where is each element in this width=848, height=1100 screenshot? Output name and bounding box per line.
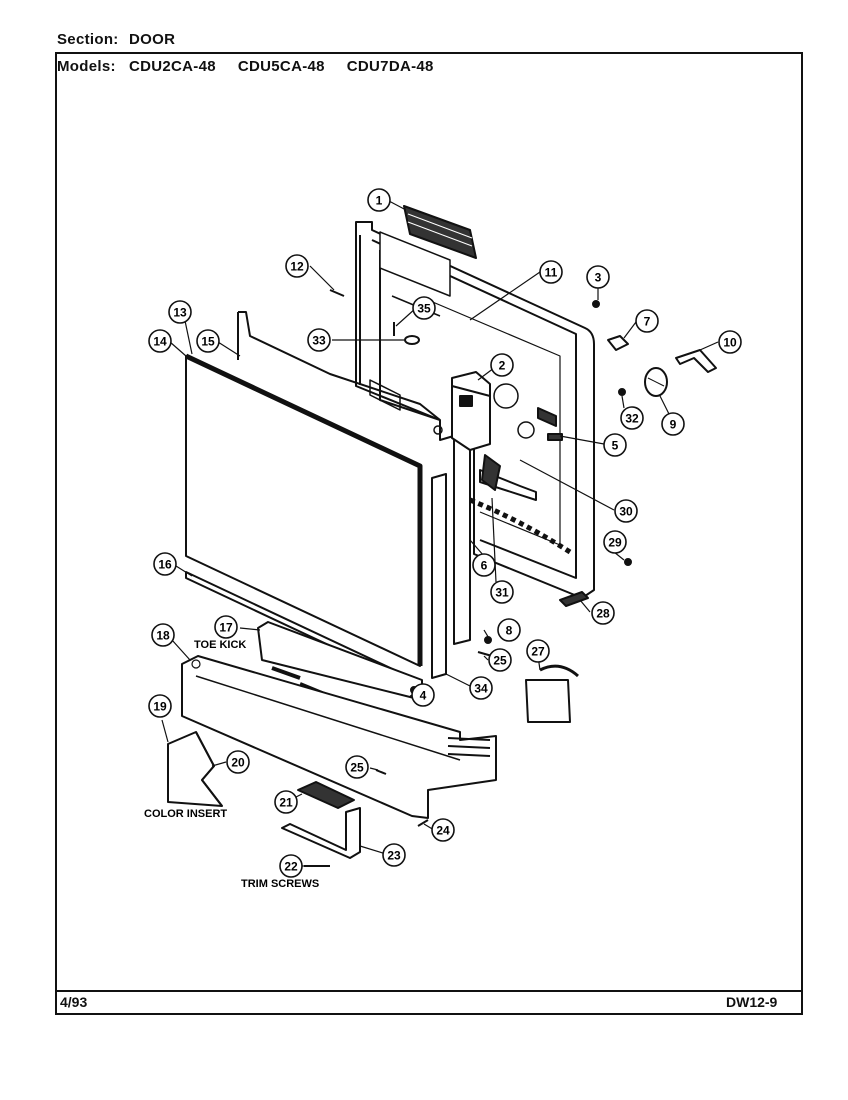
part-label-18: 18 bbox=[151, 623, 175, 647]
svg-text:20: 20 bbox=[231, 756, 245, 770]
svg-text:15: 15 bbox=[201, 335, 215, 349]
color-insert-note: COLOR INSERT bbox=[144, 808, 227, 820]
svg-text:21: 21 bbox=[279, 796, 293, 810]
svg-text:16: 16 bbox=[158, 558, 172, 572]
svg-text:28: 28 bbox=[596, 607, 610, 621]
part-label-13: 13 bbox=[168, 300, 192, 324]
hinge-bracket bbox=[453, 415, 471, 645]
svg-text:4: 4 bbox=[420, 689, 427, 703]
part-label-5: 5 bbox=[603, 433, 627, 457]
svg-text:10: 10 bbox=[723, 336, 737, 350]
part-27 bbox=[525, 679, 571, 723]
svg-text:34: 34 bbox=[474, 682, 488, 696]
part-label-12: 12 bbox=[285, 254, 309, 278]
section-value: DOOR bbox=[129, 31, 176, 48]
part-label-22: 22 bbox=[279, 854, 303, 878]
svg-text:30: 30 bbox=[619, 505, 633, 519]
models-line: Models: CDU2CA-48 CDU5CA-48 CDU7DA-48 bbox=[57, 58, 456, 75]
part-label-9: 9 bbox=[661, 412, 685, 436]
svg-text:32: 32 bbox=[625, 412, 639, 426]
model-2: CDU5CA-48 bbox=[237, 58, 325, 75]
svg-text:11: 11 bbox=[545, 266, 558, 280]
bracket-21 bbox=[297, 781, 355, 809]
bracket-23 bbox=[281, 807, 361, 859]
part-label-23: 23 bbox=[382, 843, 406, 867]
part-label-1: 1 bbox=[367, 188, 391, 212]
part-label-11: 11 bbox=[539, 260, 563, 284]
part-label-17: 17 bbox=[214, 615, 238, 639]
part-label-7: 7 bbox=[635, 309, 659, 333]
svg-text:24: 24 bbox=[436, 824, 450, 838]
svg-text:7: 7 bbox=[644, 315, 651, 329]
svg-text:19: 19 bbox=[153, 700, 167, 714]
svg-text:17: 17 bbox=[219, 621, 233, 635]
latch-assembly bbox=[451, 371, 491, 451]
svg-text:35: 35 bbox=[417, 302, 431, 316]
side-trim bbox=[431, 473, 447, 679]
part-label-2: 2 bbox=[490, 353, 514, 377]
svg-text:33: 33 bbox=[312, 334, 326, 348]
part-callouts: 1 2 3 4 5 6 7 8 9 10 11 12 13 14 15 16 1… bbox=[148, 188, 742, 878]
part-label-29: 29 bbox=[603, 530, 627, 554]
footer-code: DW12-9 bbox=[726, 994, 778, 1010]
outer-door-panel bbox=[184, 353, 423, 667]
footer-date: 4/93 bbox=[60, 994, 88, 1010]
svg-text:14: 14 bbox=[153, 335, 167, 349]
part-label-21: 21 bbox=[274, 790, 298, 814]
part-label-10: 10 bbox=[718, 330, 742, 354]
section-label: Section: bbox=[57, 31, 119, 48]
part-label-31: 31 bbox=[490, 580, 514, 604]
part-label-25-b: 25 bbox=[488, 648, 512, 672]
part-label-27: 27 bbox=[526, 639, 550, 663]
part-label-34: 34 bbox=[469, 676, 493, 700]
section-line: Section: DOOR bbox=[57, 31, 197, 48]
part-label-35: 35 bbox=[412, 296, 436, 320]
svg-text:22: 22 bbox=[284, 860, 298, 874]
svg-text:25: 25 bbox=[493, 654, 507, 668]
svg-text:31: 31 bbox=[495, 586, 509, 600]
part-label-20: 20 bbox=[226, 750, 250, 774]
color-insert-part bbox=[167, 731, 223, 807]
part-label-28: 28 bbox=[591, 601, 615, 625]
svg-text:12: 12 bbox=[290, 260, 304, 274]
part-label-8: 8 bbox=[497, 618, 521, 642]
part-label-24: 24 bbox=[431, 818, 455, 842]
part-label-32: 32 bbox=[620, 406, 644, 430]
svg-text:23: 23 bbox=[387, 849, 401, 863]
svg-text:13: 13 bbox=[173, 306, 187, 320]
footer-divider bbox=[55, 990, 803, 992]
svg-text:8: 8 bbox=[506, 624, 513, 638]
part-label-16: 16 bbox=[153, 552, 177, 576]
part-label-3: 3 bbox=[586, 265, 610, 289]
toe-kick-note: TOE KICK bbox=[194, 639, 246, 651]
svg-text:18: 18 bbox=[156, 629, 170, 643]
model-1: CDU2CA-48 bbox=[129, 58, 216, 75]
svg-text:6: 6 bbox=[481, 559, 488, 573]
svg-text:9: 9 bbox=[670, 418, 677, 432]
panel-15 bbox=[238, 311, 441, 421]
models-label: Models: bbox=[57, 58, 116, 75]
vent-part bbox=[403, 205, 477, 259]
svg-text:27: 27 bbox=[531, 645, 545, 659]
part-label-14: 14 bbox=[148, 329, 172, 353]
part-label-30: 30 bbox=[614, 499, 638, 523]
model-3: CDU7DA-48 bbox=[346, 58, 434, 75]
access-panel bbox=[181, 655, 497, 819]
svg-text:5: 5 bbox=[612, 439, 619, 453]
part-label-33: 33 bbox=[307, 328, 331, 352]
part-label-25-a: 25 bbox=[345, 755, 369, 779]
svg-text:1: 1 bbox=[376, 194, 383, 208]
svg-text:29: 29 bbox=[608, 536, 622, 550]
part-label-15: 15 bbox=[196, 329, 220, 353]
part-label-19: 19 bbox=[148, 694, 172, 718]
svg-text:2: 2 bbox=[499, 359, 506, 373]
part-label-4: 4 bbox=[411, 683, 435, 707]
part-label-6: 6 bbox=[472, 553, 496, 577]
svg-text:25: 25 bbox=[350, 761, 364, 775]
svg-text:3: 3 bbox=[595, 271, 602, 285]
diagram-frame bbox=[55, 52, 803, 1015]
trim-screws-note: TRIM SCREWS bbox=[241, 878, 319, 890]
